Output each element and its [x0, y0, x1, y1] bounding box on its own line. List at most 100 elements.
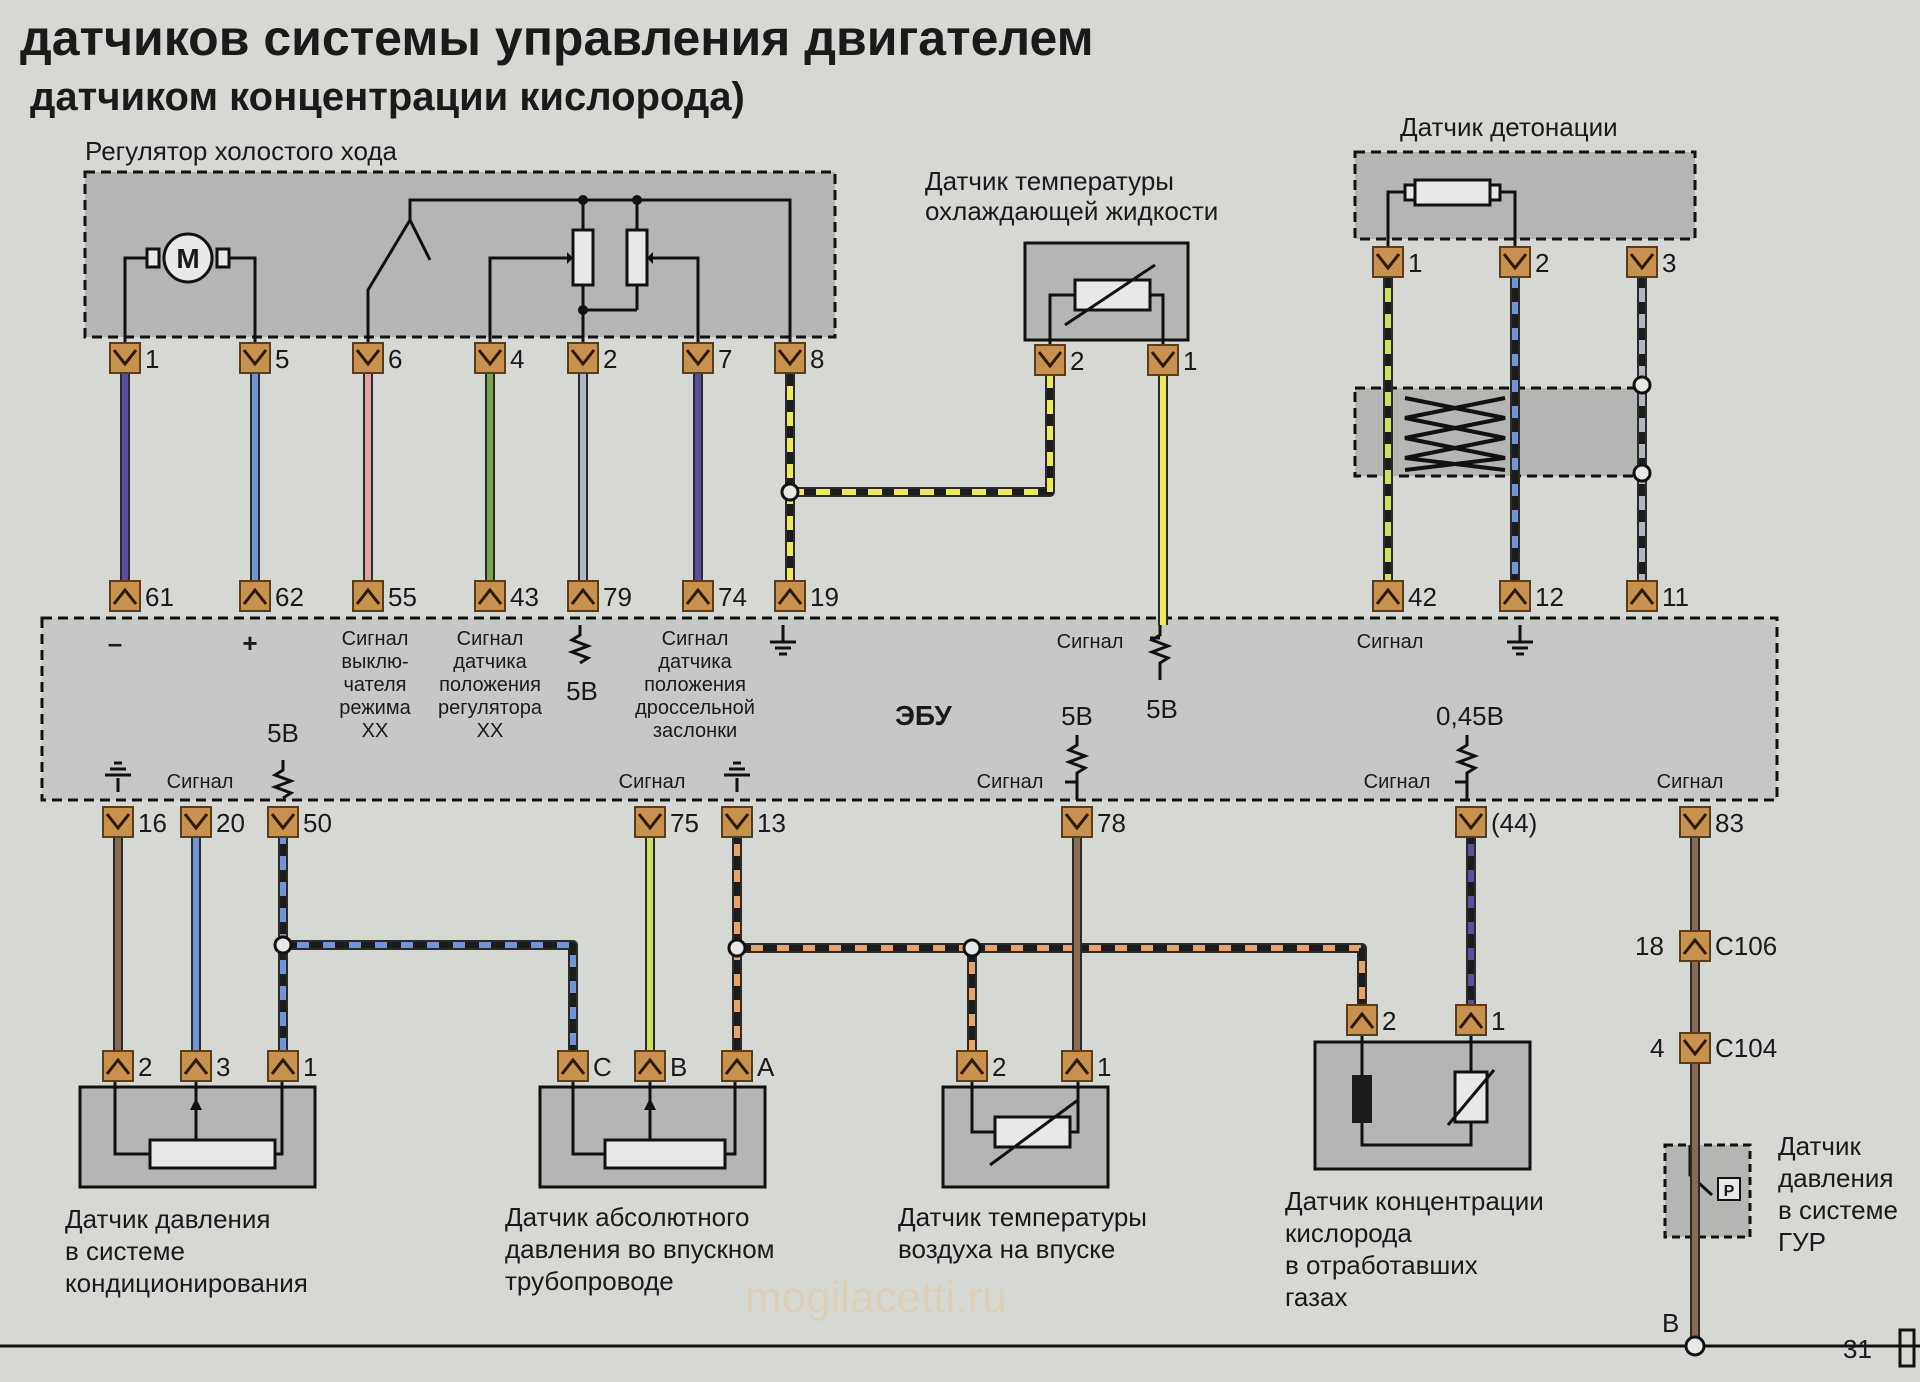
ecu-pin-79-label: 79: [603, 582, 632, 612]
ecu-minus-label: –: [108, 628, 122, 658]
o2-pin-2: 2: [1346, 1004, 1396, 1036]
idle-pin-2: 2: [567, 342, 617, 374]
ecu-internal-symbols: [105, 625, 1533, 800]
motor-symbol: M: [176, 243, 199, 274]
ecu-pin55-label-3: чателя: [344, 674, 407, 696]
ecu-pin-43: 43: [474, 580, 539, 612]
map-sensor: [538, 1075, 767, 1189]
ecu-pin-83: 83: [1679, 806, 1744, 838]
ecu-pin55-label-1: Сигнал: [342, 628, 409, 650]
airtemp-pin-2: 2: [956, 1050, 1006, 1082]
wire-coolant-ground: [790, 360, 1055, 497]
map-pin-C-label: C: [593, 1052, 612, 1082]
ac-pin-1-label: 1: [303, 1052, 317, 1082]
diagram-title: датчиков системы управления двигателем: [20, 10, 1094, 66]
ecu-pin74-label-3: положения: [644, 674, 746, 696]
map-sensor-label-1: Датчик абсолютного: [505, 1202, 750, 1232]
junction-shield-bottom: [1632, 463, 1652, 483]
ecu-pin78-ref-label: 5В: [1061, 701, 1093, 731]
ecu-pin-44-label: (44): [1491, 808, 1537, 838]
ecu-pin-74-label: 74: [718, 582, 747, 612]
idle-pin-1-label: 1: [145, 344, 159, 374]
wire-ground-bus: [737, 943, 1367, 1015]
map-pin-A: A: [721, 1050, 775, 1082]
knock-pin-1: 1: [1372, 246, 1422, 278]
o2-sensor-label-2: кислорода: [1285, 1218, 1412, 1248]
knock-pin-2-label: 2: [1535, 248, 1549, 278]
ecu-pin75-label: Сигнал: [619, 771, 686, 793]
map-pin-C: C: [557, 1050, 612, 1082]
ecu-pin-11-label: 11: [1662, 582, 1689, 612]
ecu-pin-20: 20: [180, 806, 245, 838]
ps-sensor-symbol: P: [1724, 1183, 1735, 1200]
shield-block: [1353, 386, 1644, 478]
o2-sensor-label-1: Датчик концентрации: [1285, 1186, 1544, 1216]
ecu-pin55-label-5: ХХ: [362, 720, 389, 742]
junction-shield-top: [1632, 375, 1652, 395]
junction-ground-a: [727, 938, 747, 958]
ecu-pin-44: (44): [1455, 806, 1537, 838]
idle-regulator: M: [83, 170, 837, 355]
junction-5v: [273, 935, 293, 955]
idle-regulator-label: Регулятор холостого хода: [85, 136, 398, 166]
coolant-pin-2: 2: [1034, 344, 1084, 376]
ecu-pin44-ref-label: 0,45В: [1436, 701, 1504, 731]
ac-sensor-label-2: в системе: [65, 1236, 185, 1266]
ecu-pin55-label-4: режима: [339, 697, 411, 719]
map-sensor-label-2: давления во впускном: [505, 1234, 775, 1264]
ecu-pin-12-label: 12: [1535, 582, 1564, 612]
watermark: mogilacetti.ru: [745, 1273, 1007, 1322]
ecu-pin-50: 50: [267, 806, 332, 838]
ecu-pin-74: 74: [682, 580, 747, 612]
knock-pin-1-label: 1: [1408, 248, 1422, 278]
ac-pin-1: 1: [267, 1050, 317, 1082]
ecu-pin-19: 19: [774, 580, 839, 612]
idle-pin-8-label: 8: [810, 344, 824, 374]
page-edge-mark: [1898, 1328, 1916, 1368]
ecu-pin-78: 78: [1061, 806, 1126, 838]
ecu-pin43-label-1: Сигнал: [457, 628, 524, 650]
coolant-pin-1: 1: [1147, 344, 1197, 376]
o2-pin-1-label: 1: [1491, 1006, 1505, 1036]
ecu-pin74-label-5: заслонки: [653, 720, 737, 742]
ac-pin-2: 2: [102, 1050, 152, 1082]
ecu-label: ЭБУ: [895, 700, 952, 731]
ecu-pin-62: 62: [239, 580, 304, 612]
ecu-pin43-label-4: регулятора: [438, 697, 543, 719]
ac-pin-2-label: 2: [138, 1052, 152, 1082]
airtemp-pin-1-label: 1: [1097, 1052, 1111, 1082]
air-temp-label-1: Датчик температуры: [898, 1202, 1147, 1232]
ecu-pin43-label-2: датчика: [453, 651, 527, 673]
ecu-bottom-labels: Сигнал 5В Сигнал Сигнал 5В Сигнал 0,45В …: [167, 701, 1724, 793]
idle-pin-2-label: 2: [603, 344, 617, 374]
knock-sensor-label: Датчик детонации: [1400, 112, 1618, 142]
o2-pin-1: 1: [1455, 1004, 1505, 1036]
idle-pin-7-label: 7: [718, 344, 732, 374]
ecu-pin-42-label: 42: [1408, 582, 1437, 612]
ecu-coolant-ref-label: 5В: [1146, 694, 1178, 724]
coolant-pin-2-label: 2: [1070, 346, 1084, 376]
air-temp-sensor: [941, 1075, 1110, 1189]
airtemp-pin-2-label: 2: [992, 1052, 1006, 1082]
coolant-sensor-label-2: охлаждающей жидкости: [925, 196, 1218, 226]
idle-pin-6-label: 6: [388, 344, 402, 374]
wires: [113, 262, 1700, 1346]
point-b-label: B: [1662, 1308, 1679, 1338]
ecu-block: [40, 616, 1779, 802]
idle-pin-6: 6: [352, 342, 402, 374]
ecu-pin43-label-5: ХХ: [477, 720, 504, 742]
ecu-pin-16: 16: [102, 806, 167, 838]
ecu-coolant-signal-label: Сигнал: [1057, 631, 1124, 653]
ecu-pin-61-label: 61: [145, 582, 174, 612]
ecu-pin55-label-2: выклю-: [341, 651, 408, 673]
ac-pin-3: 3: [180, 1050, 230, 1082]
c104-connector: [1679, 1032, 1711, 1064]
sensor-labels: Датчик давления в системе кондиционирова…: [65, 1131, 1898, 1312]
ecu-knock-signal-label: Сигнал: [1357, 631, 1424, 653]
c106-label: C106: [1715, 931, 1777, 961]
o2-sensor-label-3: в отработавших: [1285, 1250, 1478, 1280]
ecu-pin44-signal-label: Сигнал: [1364, 771, 1431, 793]
